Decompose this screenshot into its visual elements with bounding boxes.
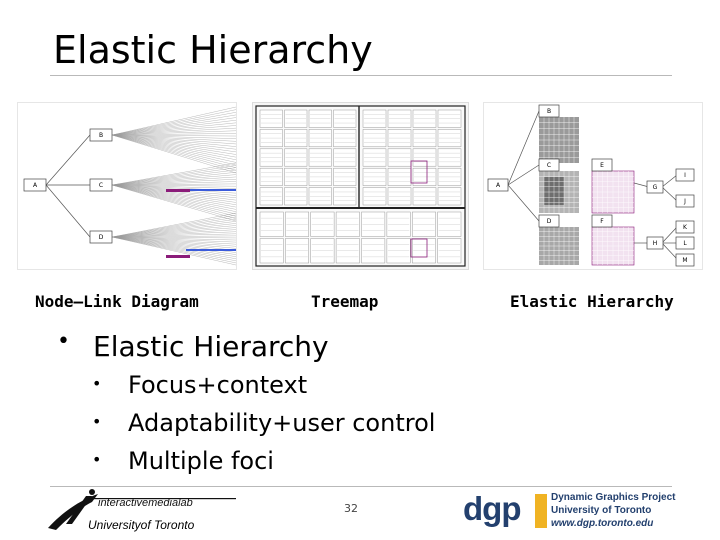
sub-bullet-text: Adaptability+user control [128,409,436,437]
eh-node-l-label: L [683,240,687,247]
dgp-university: University of Toronto [551,505,652,516]
node-link-figure: A B C D [17,102,237,270]
main-bullet-text: Elastic Hierarchy [93,330,329,363]
eh-node-i-label: I [684,172,686,179]
eh-node-g-label: G [653,184,658,191]
dgp-url: www.dgp.toronto.edu [551,518,654,529]
eh-node-j-label: J [683,198,686,205]
page-number: 32 [344,502,358,515]
bullet-dot-icon: • [92,412,102,431]
eh-node-m-label: M [682,257,687,264]
caption-elastic-hierarchy: Elastic Hierarchy [510,292,674,311]
eh-node-k-label: K [683,224,688,231]
node-c-label: C [99,182,103,189]
dgp-logo-mark: dgp [463,490,521,527]
interactive-media-lab-logo: interactivemedialab Universityof Toronto [46,488,246,534]
caption-node-link: Node–Link Diagram [35,292,199,311]
caption-treemap: Treemap [311,292,379,311]
dgp-logo: dgp Dynamic Graphics Project University … [463,490,703,534]
node-a-label: A [33,182,38,189]
bullet-dot-icon: • [92,450,102,469]
title-divider [50,75,672,76]
node-d-label: D [99,234,104,241]
node-d [89,230,113,244]
bullet-dot-icon: • [92,374,102,393]
node-a [23,178,47,192]
node-b-label: B [99,132,103,139]
eh-node-c-label: C [547,162,551,169]
dgp-gold-bar [535,494,547,528]
footer-divider [50,486,672,487]
treemap-figure [252,102,469,270]
bullet-dot-icon: • [57,329,70,354]
iml-logo-icon: interactivemedialab [48,489,236,530]
node-b [89,128,113,142]
eh-node-b-label: B [547,108,551,115]
eh-node-h-label: H [653,240,658,247]
eh-node-a-label: A [496,182,501,189]
elastic-hierarchy-figure: A B C D E F G H I J K L M [483,102,703,270]
slide-title: Elastic Hierarchy [53,28,373,72]
dgp-name: Dynamic Graphics Project [551,492,676,503]
eh-node-e-label: E [600,162,604,169]
iml-logo-text: interactivemedialab [98,497,193,509]
sub-bullet-text: Focus+context [128,371,308,399]
sub-bullet-text: Multiple foci [128,447,274,475]
node-link-svg: A B C D [23,106,237,266]
elastic-hierarchy-svg: A B C D E F G H I J K L M [487,104,695,267]
node-c [89,178,113,192]
iml-university-text: Universityof Toronto [88,518,195,532]
treemap-svg [255,105,466,267]
eh-node-f-label: F [600,218,604,225]
eh-node-d-label: D [547,218,552,225]
